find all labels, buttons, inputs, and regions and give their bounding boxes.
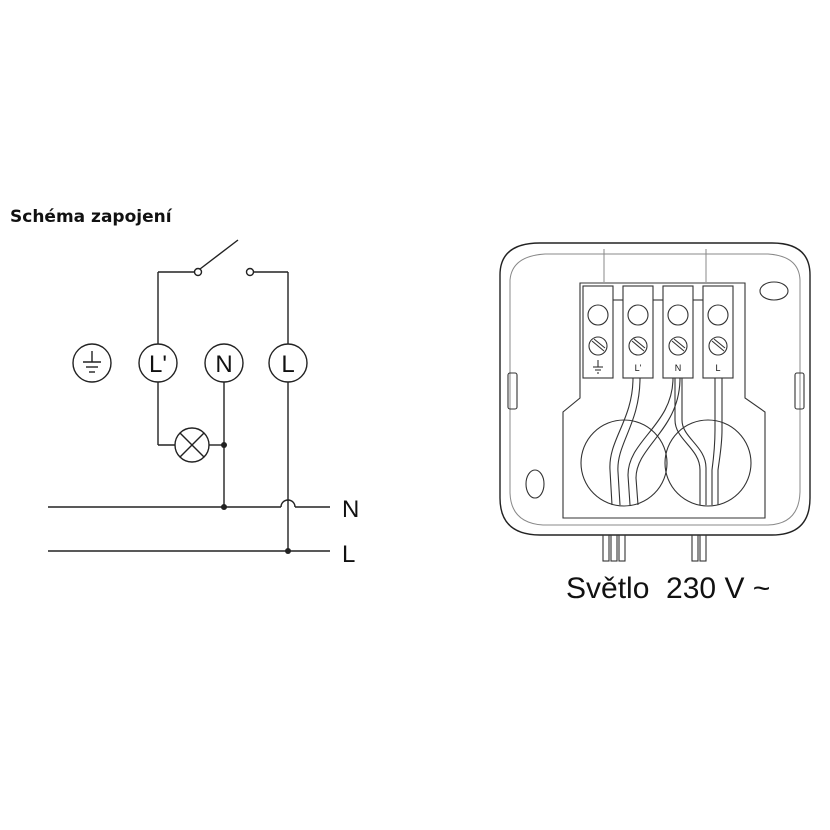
switch-symbol <box>158 239 288 277</box>
terminal-tag: N <box>675 363 682 373</box>
terminal-tag: L <box>715 363 720 373</box>
screw-icon <box>708 336 728 356</box>
terminal-label: L <box>281 351 294 378</box>
terminal-L-prime: L' <box>138 343 178 383</box>
mounting-hole <box>525 469 545 499</box>
terminal-cavity <box>562 282 766 519</box>
bus-label-L: L <box>342 541 355 568</box>
junction-dot <box>221 442 227 448</box>
cable-entry <box>580 419 668 507</box>
earth-icon <box>593 360 603 374</box>
bus-label-N: N <box>342 496 359 523</box>
wiring-schematic: Schéma zapojení <box>10 207 359 568</box>
wire-exit <box>602 534 707 562</box>
screw-icon <box>628 336 648 356</box>
mounting-hole <box>759 281 789 301</box>
screw-icon <box>668 336 688 356</box>
wire-bundle <box>609 377 723 506</box>
device-caption: Světlo 230 V ~ <box>566 572 770 605</box>
neutral-bus-line <box>48 499 330 508</box>
lamp-symbol <box>174 427 210 463</box>
terminal-block: L' N L <box>582 285 734 379</box>
schematic-title: Schéma zapojení <box>10 207 173 227</box>
device-illustration: L' N L Světlo 230 V ~ <box>499 242 811 605</box>
device-housing <box>499 242 811 536</box>
earth-terminal-icon <box>72 343 112 383</box>
terminal-label: L' <box>149 351 167 378</box>
terminal-N: N <box>204 343 244 383</box>
cable-entry <box>664 419 752 507</box>
terminal-label: N <box>215 351 232 378</box>
screw-icon <box>588 336 608 356</box>
terminal-L: L <box>268 343 308 383</box>
terminal-tag: L' <box>635 363 642 373</box>
